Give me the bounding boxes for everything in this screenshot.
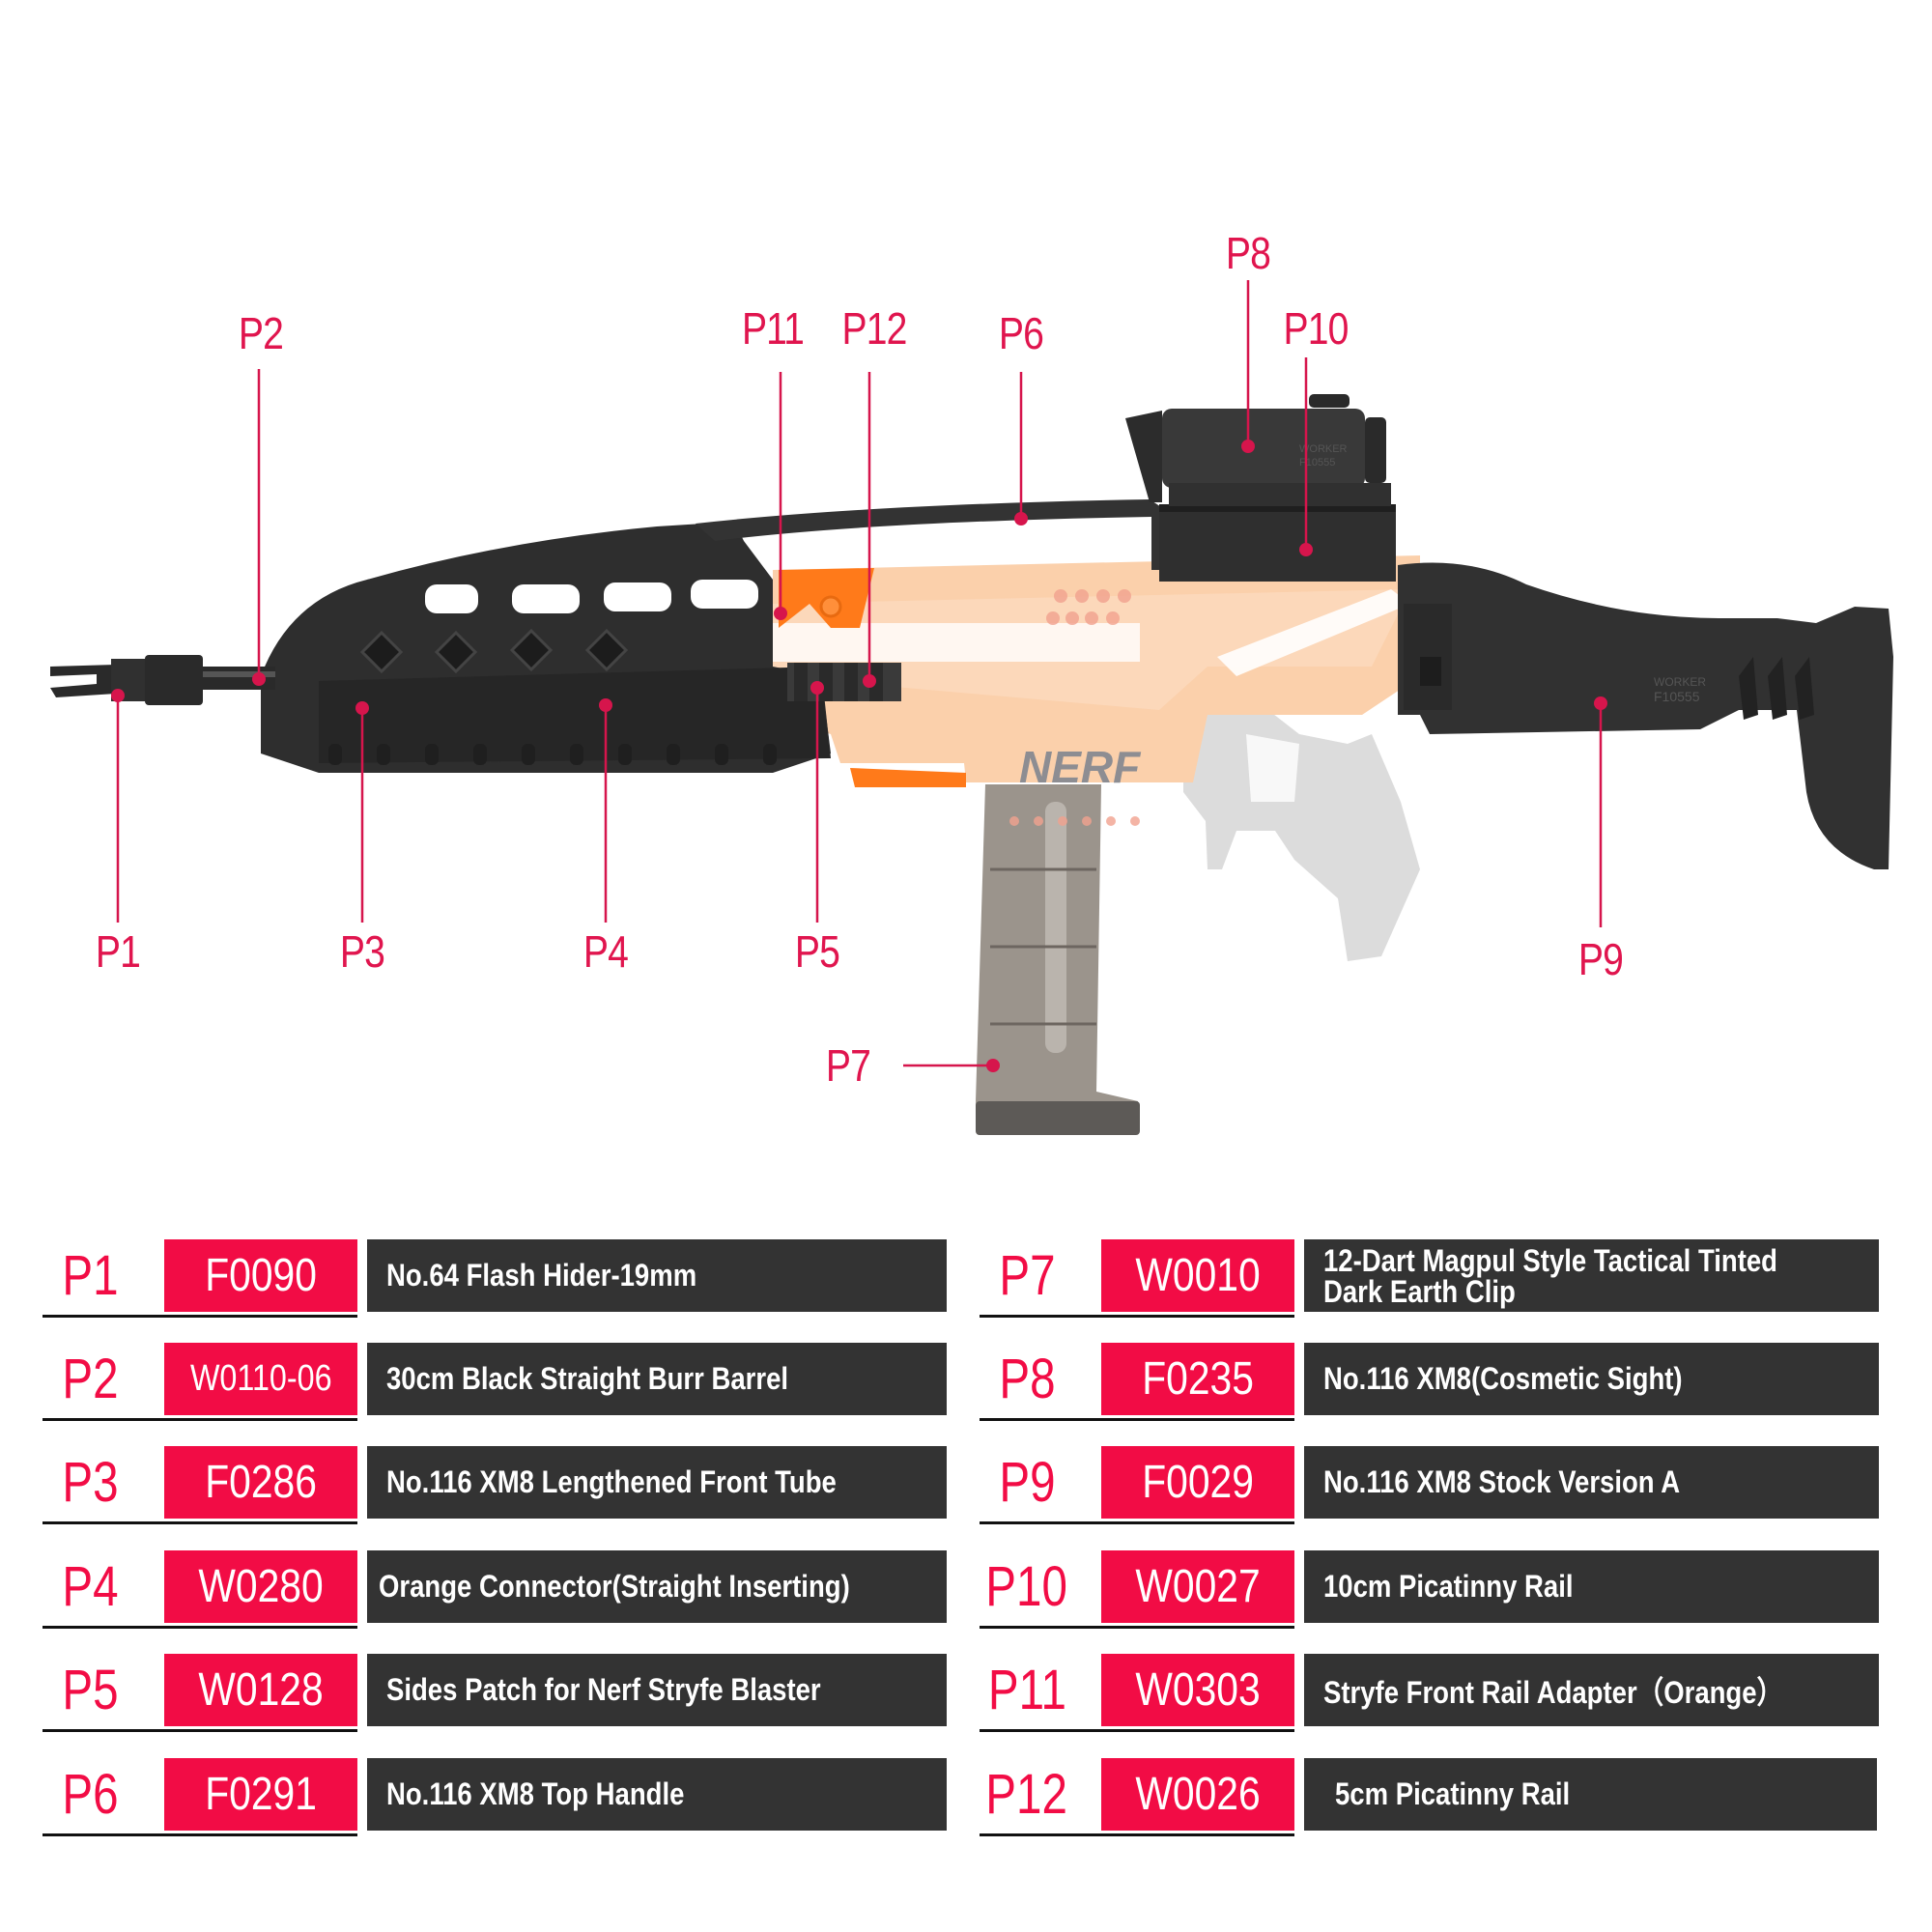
stock-part: WORKER F10555 [1398,562,1893,869]
part-row-p10: P10 W0027 10cm Picatinny Rail [966,1550,1884,1629]
part-description: Stryfe Front Rail Adapter（Orange） [1304,1654,1879,1726]
callout-label-p3: P3 [339,926,385,977]
part-code: W0128 [164,1654,357,1726]
part-description: 12-Dart Magpul Style Tactical Tinted Dar… [1304,1239,1879,1312]
part-number: P9 [998,1451,1056,1514]
row-underline [980,1833,1294,1836]
long-rail-part [1159,504,1396,582]
part-code: W0026 [1101,1758,1294,1831]
part-description: 30cm Black Straight Burr Barrel [367,1343,947,1415]
callout-lines [116,280,1603,1067]
part-code: W0027 [1101,1550,1294,1623]
part-description: No.116 XM8 Lengthened Front Tube [367,1446,947,1519]
part-number: P4 [61,1555,119,1618]
part-number: P12 [985,1763,1068,1826]
stryfe-body: NERF [773,555,1420,826]
row-underline [980,1626,1294,1629]
part-description: 10cm Picatinny Rail [1304,1550,1879,1623]
part-row-p6: P6 F0291 No.116 XM8 Top Handle [29,1758,947,1836]
part-description: No.116 XM8 Stock Version A [1304,1446,1879,1519]
flash-hider-part [50,655,203,705]
callout-label-p11: P11 [741,303,805,354]
svg-text:WORKER: WORKER [1299,443,1348,455]
callout-dots [111,440,1607,1072]
part-number: P5 [61,1659,119,1721]
svg-text:F10555: F10555 [1299,457,1335,469]
callout-label-p2: P2 [238,308,284,358]
callout-label-p6: P6 [998,308,1044,358]
part-description: No.116 XM8 Top Handle [367,1758,947,1831]
part-description: No.116 XM8(Cosmetic Sight) [1304,1343,1879,1415]
part-description: No.64 Flash Hider-19mm [367,1239,947,1312]
part-row-p11: P11 W0303 Stryfe Front Rail Adapter（Oran… [966,1654,1884,1732]
part-row-p12: P12 W0026 5cm Picatinny Rail [966,1758,1884,1836]
top-handle-part [696,499,1169,570]
part-code: F0235 [1101,1343,1294,1415]
part-code: F0291 [164,1758,357,1831]
callout-label-p4: P4 [582,926,629,977]
short-rail-part [787,663,901,701]
row-underline [43,1626,357,1629]
callout-label-p1: P1 [95,926,141,977]
part-number: P1 [61,1244,119,1307]
part-code: W0280 [164,1550,357,1623]
row-underline [43,1315,357,1318]
blaster-diagram: NERF [50,228,1893,1135]
part-description: Orange Connector(Straight Inserting) [367,1550,947,1623]
front-tube-part [261,522,831,773]
row-underline [980,1418,1294,1421]
part-code: W0010 [1101,1239,1294,1312]
row-underline [980,1315,1294,1318]
row-underline [980,1521,1294,1524]
part-row-p2: P2 W0110-06 30cm Black Straight Burr Bar… [29,1343,947,1421]
callout-label-p12: P12 [841,303,907,354]
callout-label-p7: P7 [825,1040,871,1091]
row-underline [43,1833,357,1836]
part-code: W0303 [1101,1654,1294,1726]
part-code: F0090 [164,1239,357,1312]
grip-part [1183,700,1420,961]
part-row-p1: P1 F0090 No.64 Flash Hider-19mm [29,1239,947,1318]
magazine-part [976,784,1140,1135]
callout-label-p8: P8 [1225,228,1271,278]
svg-text:F10555: F10555 [1654,689,1700,704]
part-row-p4: P4 W0280 Orange Connector(Straight Inser… [29,1550,947,1629]
row-underline [980,1729,1294,1732]
part-number: P11 [987,1659,1066,1721]
callout-label-p9: P9 [1577,934,1624,984]
part-number: P6 [61,1763,119,1826]
svg-text:WORKER: WORKER [1654,675,1706,689]
part-number: P3 [61,1451,119,1514]
row-underline [43,1418,357,1421]
part-code: W0110-06 [164,1343,357,1415]
sight-part: WORKER F10555 [1125,394,1391,506]
part-description: Sides Patch for Nerf Stryfe Blaster [367,1654,947,1726]
part-row-p5: P5 W0128 Sides Patch for Nerf Stryfe Bla… [29,1654,947,1732]
part-code: F0286 [164,1446,357,1519]
part-row-p3: P3 F0286 No.116 XM8 Lengthened Front Tub… [29,1446,947,1524]
svg-text:NERF: NERF [1019,742,1142,792]
callout-label-p10: P10 [1283,303,1349,354]
row-underline [43,1521,357,1524]
part-number: P7 [998,1244,1056,1307]
part-number: P10 [985,1555,1068,1618]
part-code: F0029 [1101,1446,1294,1519]
part-row-p9: P9 F0029 No.116 XM8 Stock Version A [966,1446,1884,1524]
callout-label-p5: P5 [794,926,840,977]
row-underline [43,1729,357,1732]
part-number: P2 [61,1348,119,1410]
part-number: P8 [998,1348,1056,1410]
part-description: 5cm Picatinny Rail [1304,1758,1877,1831]
part-row-p8: P8 F0235 No.116 XM8(Cosmetic Sight) [966,1343,1884,1421]
part-row-p7: P7 W0010 12-Dart Magpul Style Tactical T… [966,1239,1884,1318]
